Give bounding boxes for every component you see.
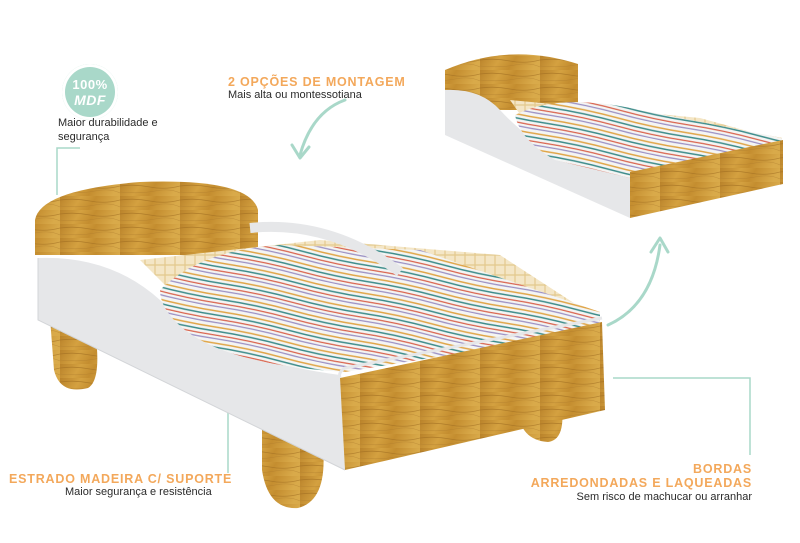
badge-material: MDF: [74, 91, 106, 108]
curved-arrow-up-icon: [606, 243, 662, 327]
large-headboard: [35, 181, 258, 255]
feature-montagem-title: 2 OPÇÕES DE MONTAGEM: [228, 75, 406, 89]
feature-bordas-title-line2: ARREDONDADAS E LAQUEADAS: [530, 476, 752, 491]
feature-mdf: Maior durabilidade e segurança: [58, 117, 188, 145]
feature-estrado: ESTRADO MADEIRA C/ SUPORTE Maior seguran…: [9, 472, 232, 500]
feature-bordas-description: Sem risco de machucar ou arranhar: [576, 490, 752, 503]
large-bed: [35, 181, 605, 509]
badge-percent: 100%: [72, 76, 108, 92]
curved-arrow-left-icon: [298, 98, 347, 157]
small-side-panel: [445, 89, 630, 218]
leader-bordas: [613, 377, 751, 455]
small-footboard: [630, 140, 783, 218]
leader-mdf: [56, 147, 80, 195]
feature-estrado-description: Maior segurança e resistência: [65, 486, 212, 499]
feature-bordas: BORDAS ARREDONDADAS E LAQUEADAS Sem risc…: [531, 462, 752, 505]
feature-bordas-title-line1: BORDAS: [693, 462, 752, 476]
feature-estrado-title: ESTRADO MADEIRA C/ SUPORTE: [9, 472, 233, 486]
feature-mdf-description: Maior durabilidade e segurança: [58, 117, 158, 143]
large-side-panel: [38, 257, 345, 470]
mdf-badge: 100% MDF: [62, 64, 118, 120]
large-footboard: [340, 322, 605, 470]
small-bed: [445, 54, 783, 218]
feature-montagem: 2 OPÇÕES DE MONTAGEM Mais alta ou montes…: [228, 75, 406, 103]
feature-montagem-description: Mais alta ou montessotiana: [228, 89, 362, 102]
